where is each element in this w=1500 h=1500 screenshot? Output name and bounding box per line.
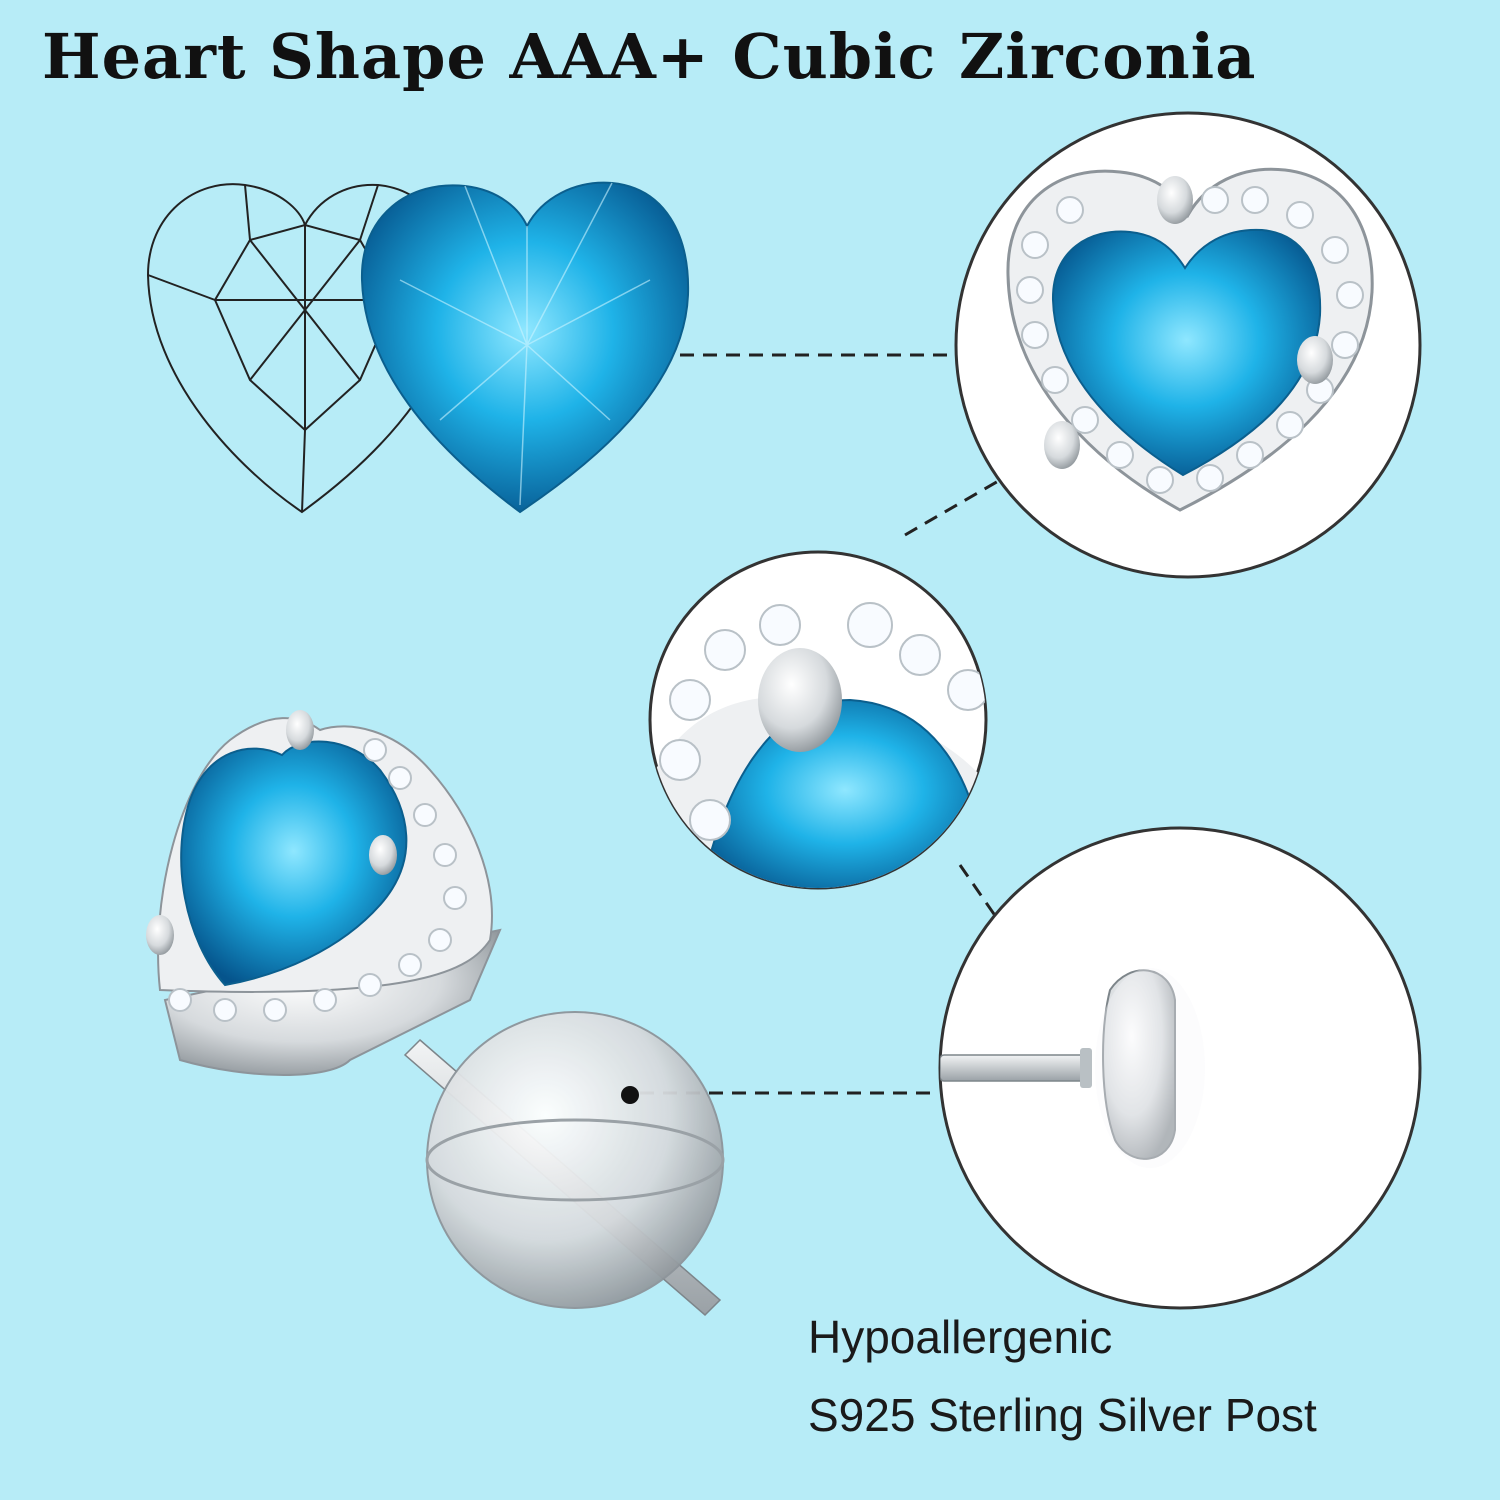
page-title: Heart Shape AAA+ Cubic Zirconia [42,20,1257,93]
detail-circle-prong [648,550,988,890]
detail-circle-halo [954,111,1422,579]
caption-line-silver-post: S925 Sterling Silver Post [808,1389,1317,1441]
earring-main-view [146,710,725,1317]
caption-line-hypoallergenic: Hypoallergenic [808,1311,1113,1363]
heart-gem [360,181,690,514]
post-marker-dot [621,1086,639,1104]
detail-circle-post [938,826,1422,1310]
